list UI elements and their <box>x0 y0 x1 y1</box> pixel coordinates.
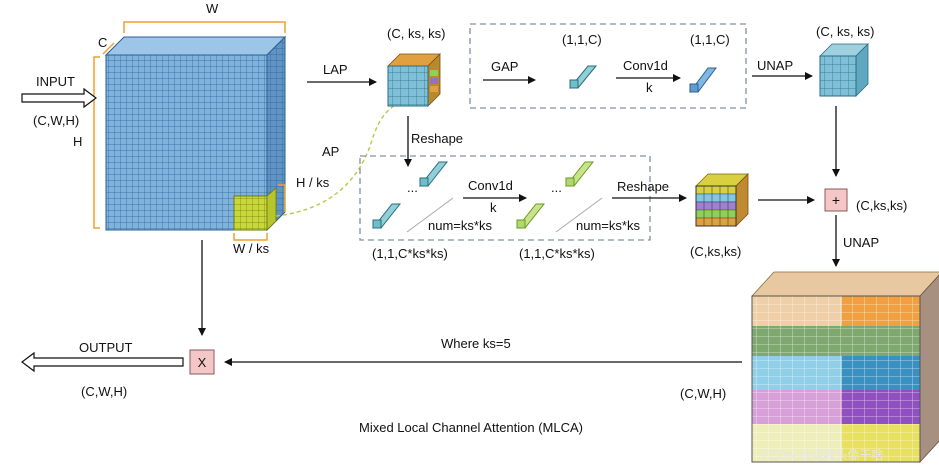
input-label: INPUT <box>36 74 75 89</box>
h-label: H <box>73 134 82 149</box>
input-feature-cube <box>104 35 287 232</box>
c-label: C <box>98 35 107 50</box>
local-patch <box>233 195 268 231</box>
conv-shape: (1,1,C) <box>690 32 730 47</box>
output-shape: (C,W,H) <box>81 384 127 399</box>
ap-curve <box>275 103 398 217</box>
input-shape: (C,W,H) <box>33 113 79 128</box>
vector-teal-1 <box>371 203 402 229</box>
mult-box <box>189 349 215 375</box>
bracket-1 <box>406 197 454 233</box>
where-label: Where ks=5 <box>441 336 511 351</box>
plus-shape: (C,ks,ks) <box>856 198 907 213</box>
conv1d-top-label: Conv1d <box>623 58 668 73</box>
gap-vector <box>568 65 598 89</box>
plus-box <box>824 188 848 212</box>
diagram-caption: Mixed Local Channel Attention (MLCA) <box>359 420 583 435</box>
ap-label: AP <box>322 144 339 159</box>
reshape-down-label: Reshape <box>411 131 463 146</box>
plus-symbol: + <box>832 192 840 208</box>
shape-left-bottom: (1,1,C*ks*ks) <box>372 246 448 261</box>
k-mid-label: k <box>490 200 497 215</box>
big-cube-shape: (C,W,H) <box>680 386 726 401</box>
bracket-2 <box>555 197 603 233</box>
num-2-label: num=ks*ks <box>576 218 640 233</box>
big-output-cube <box>751 271 939 464</box>
h-over-ks-label: H / ks <box>296 175 330 190</box>
dots-2: ... <box>551 180 562 195</box>
w-label: W <box>206 1 219 16</box>
dots-1: ... <box>407 180 418 195</box>
gap-shape: (1,1,C) <box>562 32 602 47</box>
vector-green-1 <box>515 203 546 229</box>
conv-vector <box>689 67 717 93</box>
w-over-ks-label: W / ks <box>233 241 270 256</box>
unap-top-shape: (C, ks, ks) <box>816 24 875 39</box>
unap-top-label: UNAP <box>757 58 793 73</box>
watermark: CSDN @点我头像干啥 <box>762 447 884 462</box>
num-1-label: num=ks*ks <box>428 218 492 233</box>
k-top-label: k <box>646 80 653 95</box>
input-arrow <box>21 87 97 109</box>
dimension-brackets <box>93 21 286 241</box>
lap-out-shape: (C, ks, ks) <box>387 26 446 41</box>
lap-output-cube <box>387 53 441 107</box>
reshape-output-cube <box>695 173 749 227</box>
mult-symbol: X <box>198 355 207 370</box>
reshape-right-label: Reshape <box>617 179 669 194</box>
gap-label: GAP <box>491 59 518 74</box>
conv1d-mid-label: Conv1d <box>468 178 513 193</box>
shape-mid-bottom: (1,1,C*ks*ks) <box>519 246 595 261</box>
vector-teal-2 <box>418 161 449 187</box>
unap-top-cube <box>819 43 869 97</box>
unap-mid-label: UNAP <box>843 235 879 250</box>
lap-label: LAP <box>323 62 348 77</box>
reshape-out-shape: (C,ks,ks) <box>690 244 741 259</box>
vector-green-2 <box>564 161 595 187</box>
output-label: OUTPUT <box>79 340 133 355</box>
output-arrow <box>21 351 184 373</box>
